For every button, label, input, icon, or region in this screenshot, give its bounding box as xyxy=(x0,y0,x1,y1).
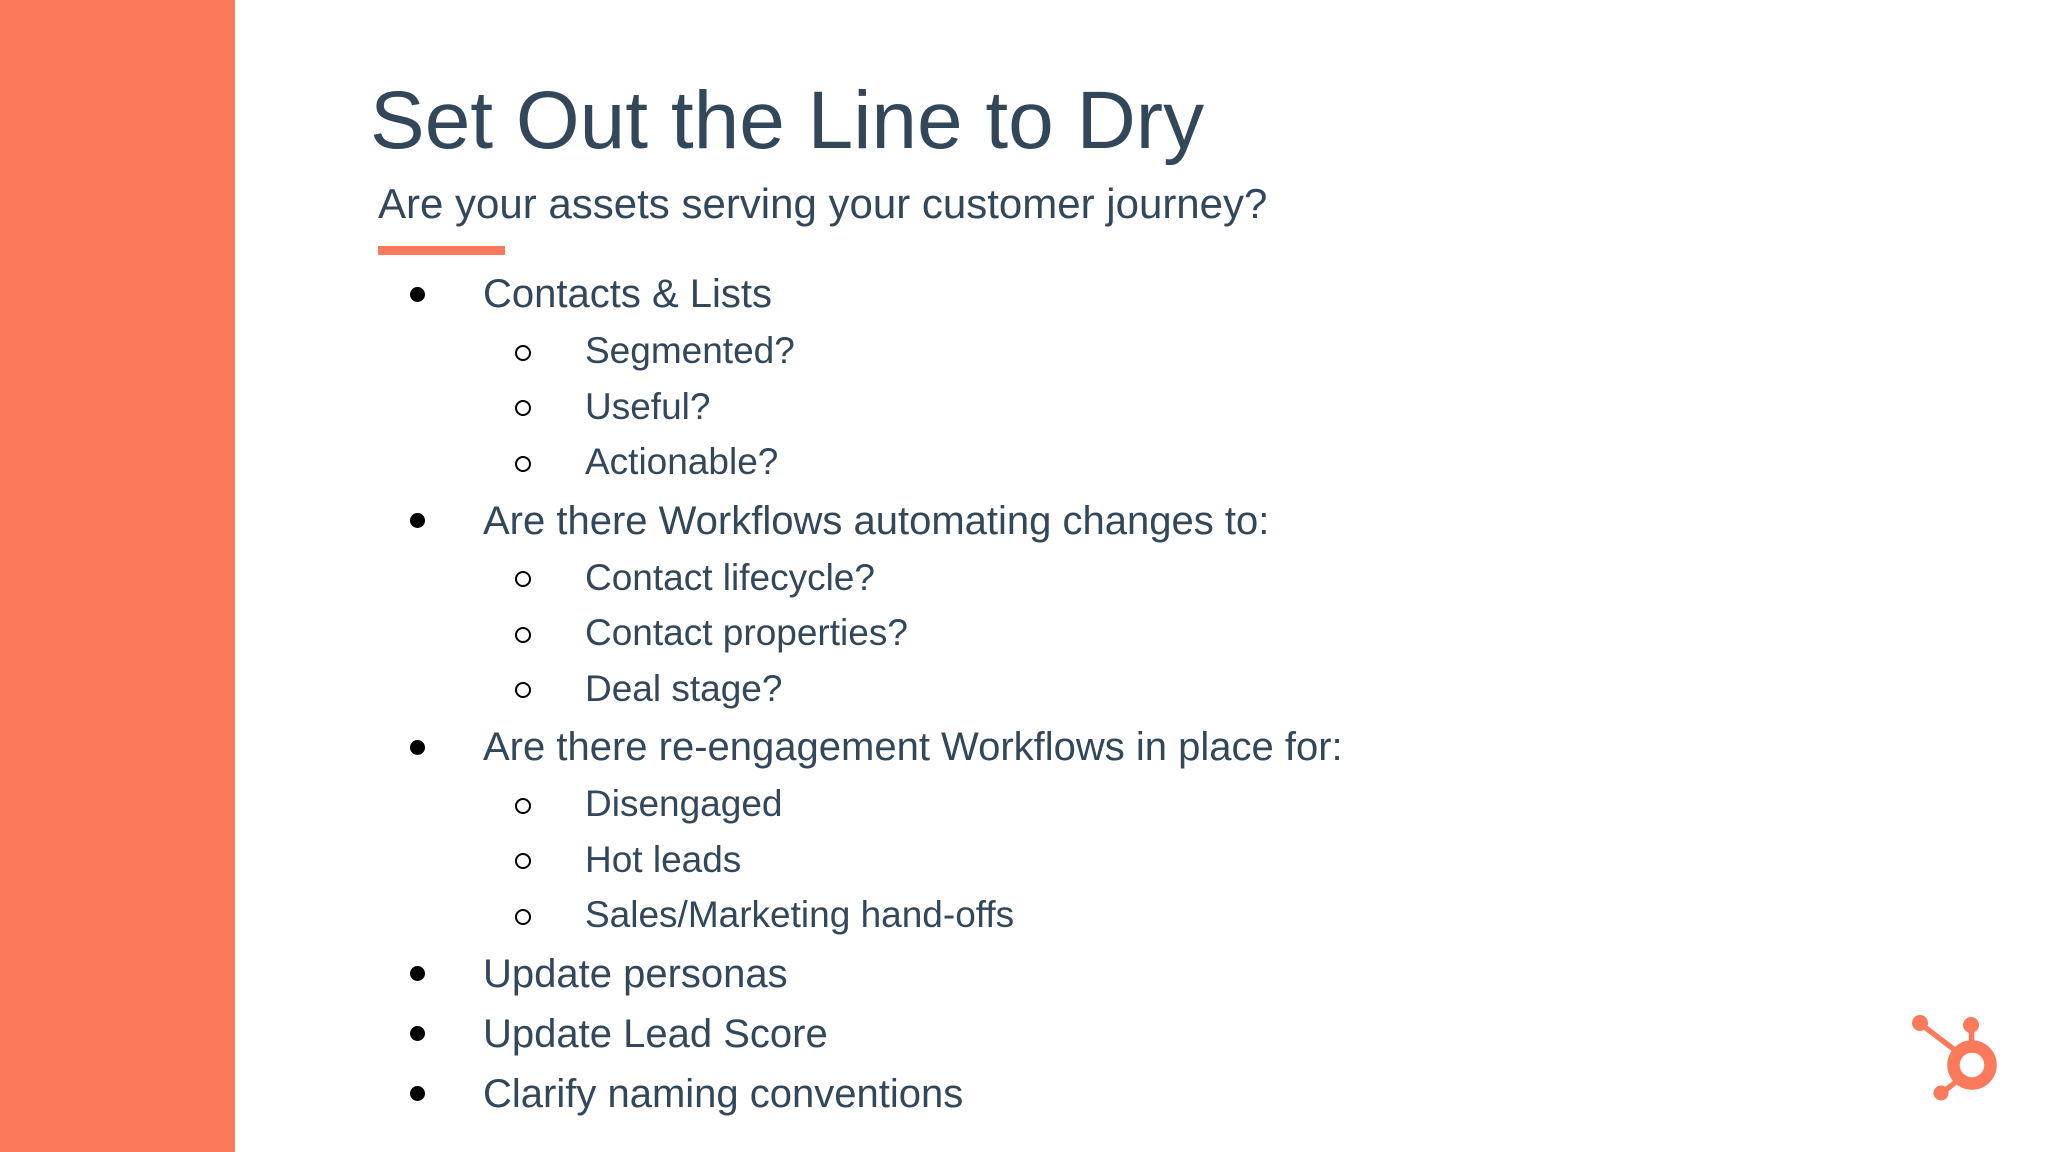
list-item: Contacts & Lists xyxy=(372,264,1872,324)
circle-bullet-icon xyxy=(515,344,531,361)
sub-list-item: Useful? xyxy=(372,380,1872,436)
sub-list-item: Segmented? xyxy=(372,324,1872,380)
disc-bullet-icon xyxy=(410,966,425,981)
list-item: Are there Workflows automating changes t… xyxy=(372,491,1872,551)
disc-bullet-icon xyxy=(410,1086,425,1101)
list-item-text: Are there Workflows automating changes t… xyxy=(483,498,1270,543)
slide-subtitle: Are your assets serving your customer jo… xyxy=(378,180,1268,227)
list-item-text: Update personas xyxy=(483,951,788,996)
list-item-text: Useful? xyxy=(585,385,711,427)
circle-bullet-icon xyxy=(515,853,531,870)
list-item-text: Update Lead Score xyxy=(483,1011,828,1056)
circle-bullet-icon xyxy=(515,571,531,588)
list-item-text: Deal stage? xyxy=(585,667,783,709)
disc-bullet-icon xyxy=(410,739,425,755)
list-item: Update Lead Score xyxy=(372,1004,1872,1064)
sub-list-item: Hot leads xyxy=(372,833,1872,889)
sub-list-item: Actionable? xyxy=(372,435,1872,491)
list-item-text: Sales/Marketing hand-offs xyxy=(585,894,1015,936)
disc-bullet-icon xyxy=(410,513,425,528)
sub-list-item: Contact properties? xyxy=(372,606,1872,662)
list-item-text: Disengaged xyxy=(585,783,783,825)
hubspot-sprocket-svg xyxy=(1912,1015,1997,1101)
list-item: Clarify naming conventions xyxy=(372,1064,1872,1124)
disc-bullet-icon xyxy=(410,1026,425,1041)
circle-bullet-icon xyxy=(515,797,531,814)
hubspot-sprocket-icon xyxy=(1904,1008,2004,1108)
sub-list-item: Disengaged xyxy=(372,777,1872,833)
circle-bullet-icon xyxy=(515,626,531,643)
list-item-text: Actionable? xyxy=(585,441,779,483)
left-accent-bar xyxy=(0,0,235,1152)
list-item-text: Clarify naming conventions xyxy=(483,1071,964,1116)
sub-list-item: Contact lifecycle? xyxy=(372,551,1872,607)
list-item-text: Contacts & Lists xyxy=(483,272,773,316)
sub-list-item: Deal stage? xyxy=(372,662,1872,718)
disc-bullet-icon xyxy=(410,286,425,302)
circle-bullet-icon xyxy=(515,908,531,925)
slide-title: Set Out the Line to Dry xyxy=(370,75,1205,166)
circle-bullet-icon xyxy=(515,682,531,699)
list-item: Are there re-engagement Workflows in pla… xyxy=(372,717,1872,777)
accent-underline xyxy=(378,246,505,255)
sub-list-item: Sales/Marketing hand-offs xyxy=(372,888,1872,944)
list-item-text: Are there re-engagement Workflows in pla… xyxy=(483,725,1343,769)
list-item-text: Contact properties? xyxy=(585,612,908,654)
list-item-text: Contact lifecycle? xyxy=(585,556,875,598)
circle-bullet-icon xyxy=(515,455,531,472)
list-item: Update personas xyxy=(372,944,1872,1004)
list-item-text: Hot leads xyxy=(585,838,742,880)
circle-bullet-icon xyxy=(515,400,531,417)
list-item-text: Segmented? xyxy=(585,330,795,372)
